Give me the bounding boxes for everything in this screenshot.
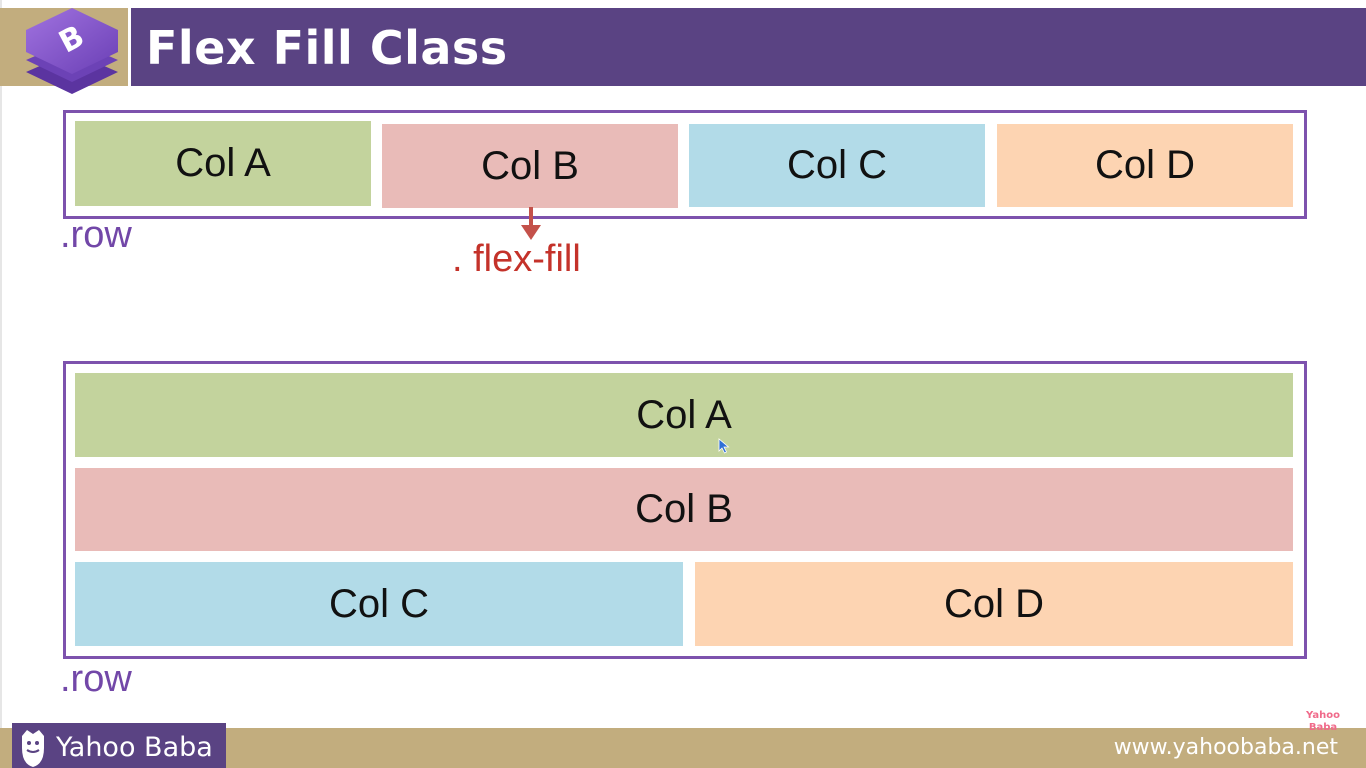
watermark-line-2: Baba (1308, 722, 1338, 733)
row-class-label: .row (60, 658, 132, 700)
brand-badge (12, 723, 226, 768)
col-a-label: Col A (636, 392, 732, 437)
row-class-label: .row (60, 214, 132, 256)
col-d-box: Col D (997, 124, 1293, 207)
col-c-label: Col C (786, 143, 888, 187)
col-d-label: Col D (943, 581, 1045, 626)
watermark-line-1: Yahoo (1306, 710, 1340, 721)
brand-name: Yahoo Baba (56, 732, 213, 763)
col-b-box: Col B (75, 468, 1293, 551)
col-a-label: Col A (175, 141, 271, 185)
arrow-down-icon (521, 207, 541, 240)
slide-left-edge (0, 0, 2, 768)
col-b-label: Col B (481, 143, 579, 188)
header-title-bar (131, 8, 1366, 86)
col-b-label: Col B (635, 487, 733, 531)
col-a-box: Col A (75, 373, 1293, 457)
col-c-label: Col C (328, 581, 430, 626)
header-divider (128, 8, 131, 86)
col-b-box: Col B (382, 124, 678, 208)
col-a-box: Col A (75, 121, 371, 206)
bootstrap-logo-icon: B (26, 8, 118, 94)
mouse-cursor-icon (718, 438, 730, 454)
col-c-box: Col C (689, 124, 985, 207)
slide-footer (0, 728, 1366, 768)
flex-fill-annotation: . flex-fill (452, 238, 581, 280)
bearded-face-icon (22, 730, 44, 767)
col-d-label: Col D (1094, 143, 1196, 187)
slide-header: B Flex Fill Class (0, 0, 1366, 94)
brand-watermark: Yahoo Baba (1302, 710, 1344, 736)
site-url: www.yahoobaba.net (1113, 735, 1338, 760)
col-d-box: Col D (695, 562, 1293, 646)
page-title: Flex Fill Class (146, 21, 508, 75)
col-c-box: Col C (75, 562, 683, 646)
